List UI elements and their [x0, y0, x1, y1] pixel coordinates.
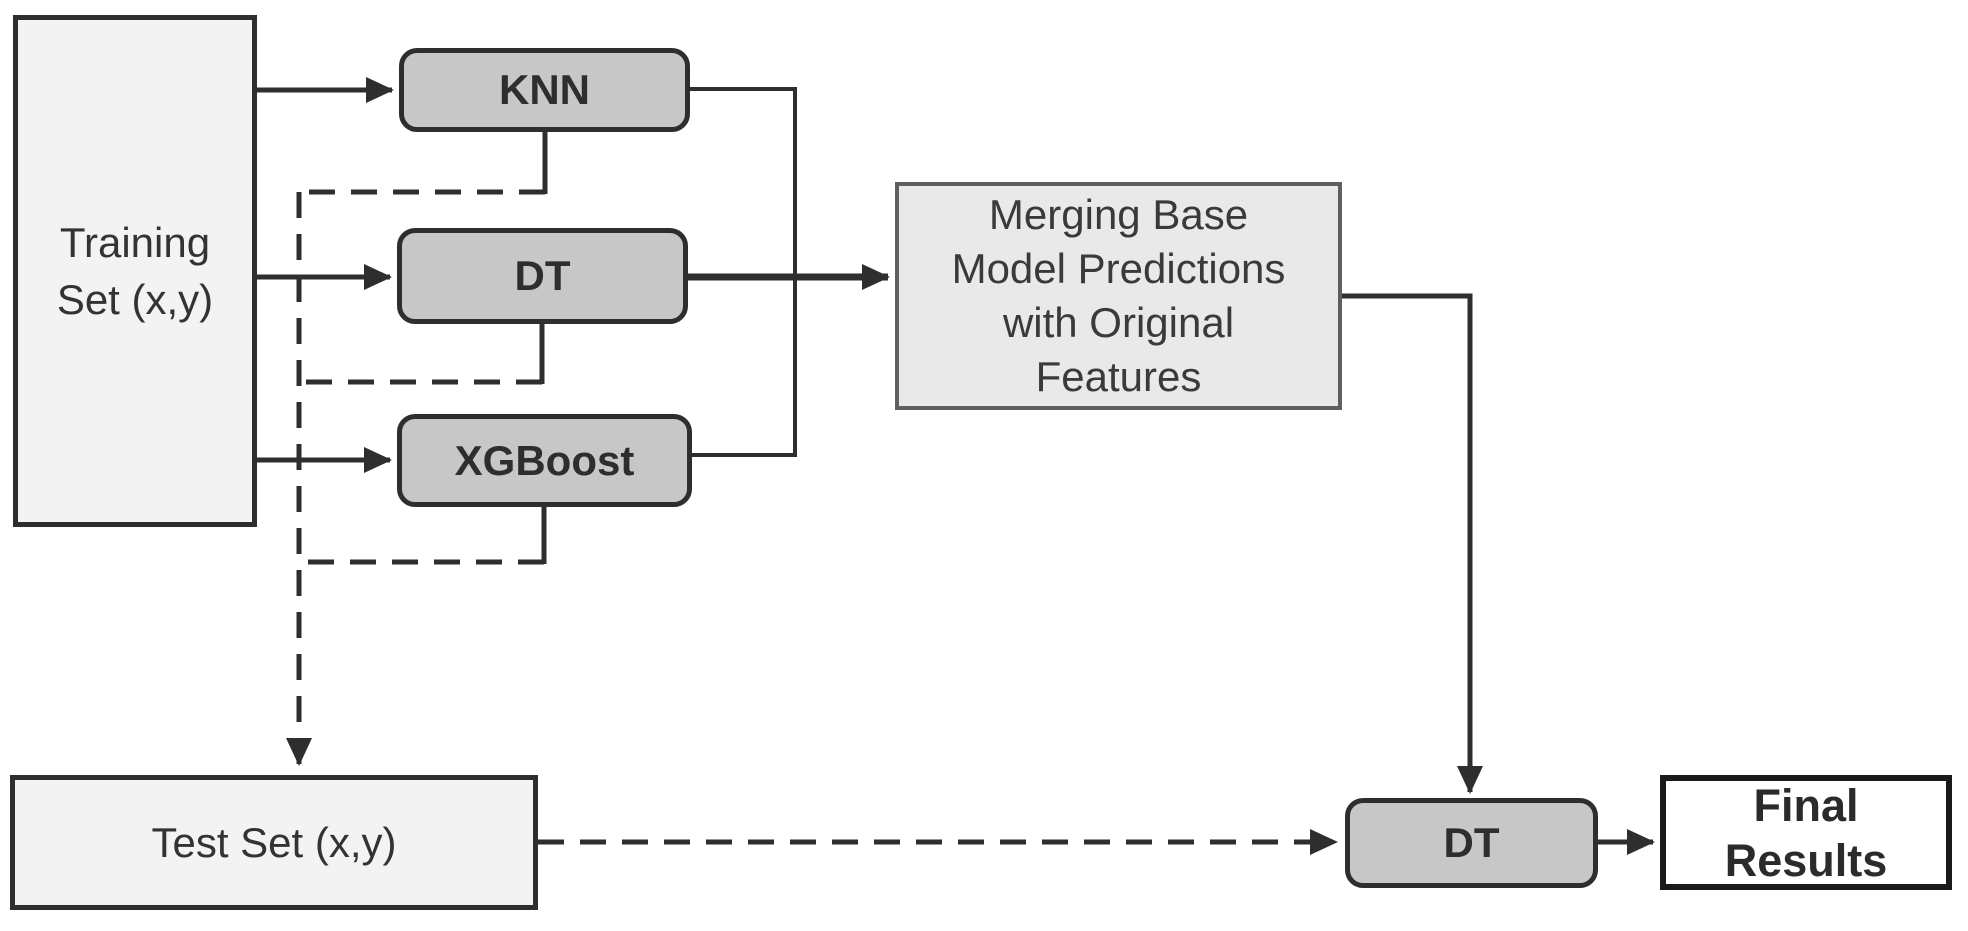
test-set-box: Test Set (x,y): [10, 775, 538, 910]
final-results-label-line1: Final: [1753, 779, 1859, 831]
xgboost-label: XGBoost: [454, 436, 635, 484]
knn-box: KNN: [399, 48, 690, 132]
line-knn-xgboost-collector: [690, 87, 797, 457]
final-results-label-line2: Results: [1724, 834, 1888, 886]
merging-label-line4: Features: [1035, 353, 1202, 400]
training-set-box: Training Set (x,y): [13, 15, 257, 527]
dt-base-box: DT: [397, 228, 688, 324]
knn-label: KNN: [499, 66, 590, 113]
merging-box: Merging Base Model Predictions with Orig…: [895, 182, 1342, 410]
dt-base-label: DT: [514, 252, 571, 299]
merging-label-line3: with Original: [1002, 299, 1235, 346]
training-set-label-line1: Training: [59, 219, 211, 266]
arrow-merging-to-dt-meta: [1342, 293, 1483, 794]
xgboost-box: XGBoost: [397, 414, 692, 507]
final-results-box: Final Results: [1660, 775, 1952, 890]
dt-meta-label: DT: [1443, 819, 1500, 866]
test-set-label: Test Set (x,y): [151, 819, 397, 866]
training-set-label-line2: Set (x,y): [56, 276, 214, 323]
merging-label-line1: Merging Base: [988, 191, 1249, 238]
merging-label-line2: Model Predictions: [951, 245, 1286, 292]
dt-meta-box: DT: [1345, 798, 1598, 888]
